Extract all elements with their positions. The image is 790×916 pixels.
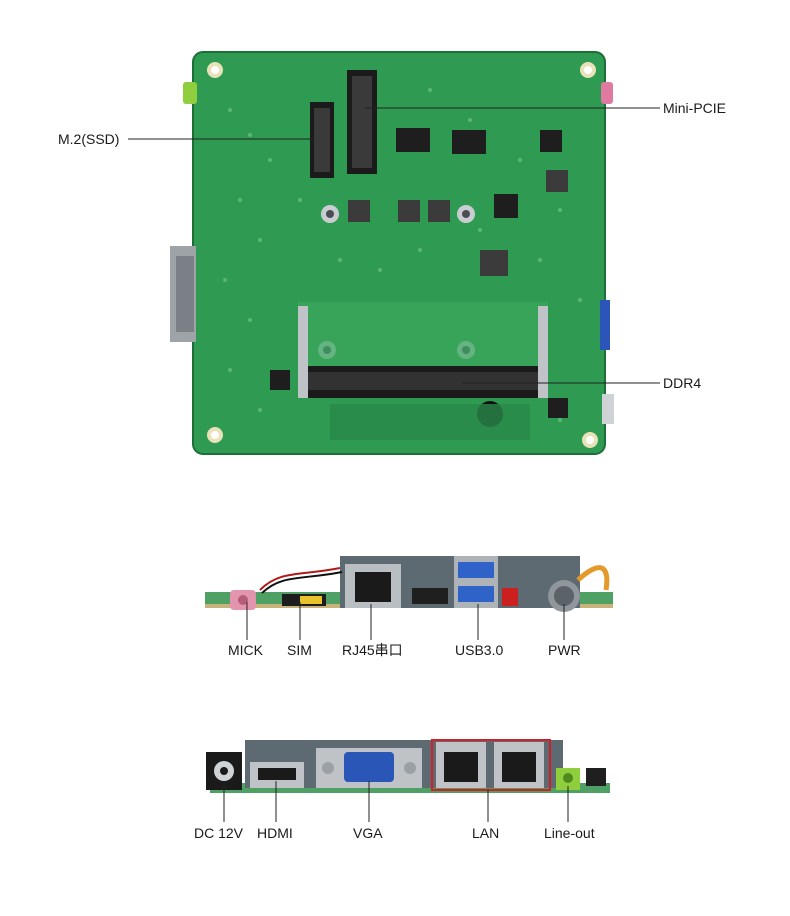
label-pwr: PWR	[548, 642, 581, 658]
label-usb3: USB3.0	[455, 642, 504, 658]
callout-lines	[128, 107, 660, 822]
label-dc-12v: DC 12V	[194, 825, 244, 841]
label-lan: LAN	[472, 825, 500, 841]
label-ddr4: DDR4	[663, 375, 702, 391]
label-rj45: RJ45串口	[342, 642, 403, 658]
label-m2-ssd: M.2(SSD)	[58, 131, 120, 147]
label-mini-pcie: Mini-PCIE	[663, 100, 727, 116]
label-mick: MICK	[228, 642, 263, 658]
pcb-board	[170, 51, 614, 455]
label-vga: VGA	[353, 825, 383, 841]
label-hdmi: HDMI	[257, 825, 293, 841]
label-sim: SIM	[287, 642, 312, 658]
front-io-panel	[205, 556, 613, 612]
lan-highlight-box	[431, 739, 551, 791]
label-line-out: Line-out	[544, 825, 595, 841]
rear-io-panel	[206, 739, 610, 793]
